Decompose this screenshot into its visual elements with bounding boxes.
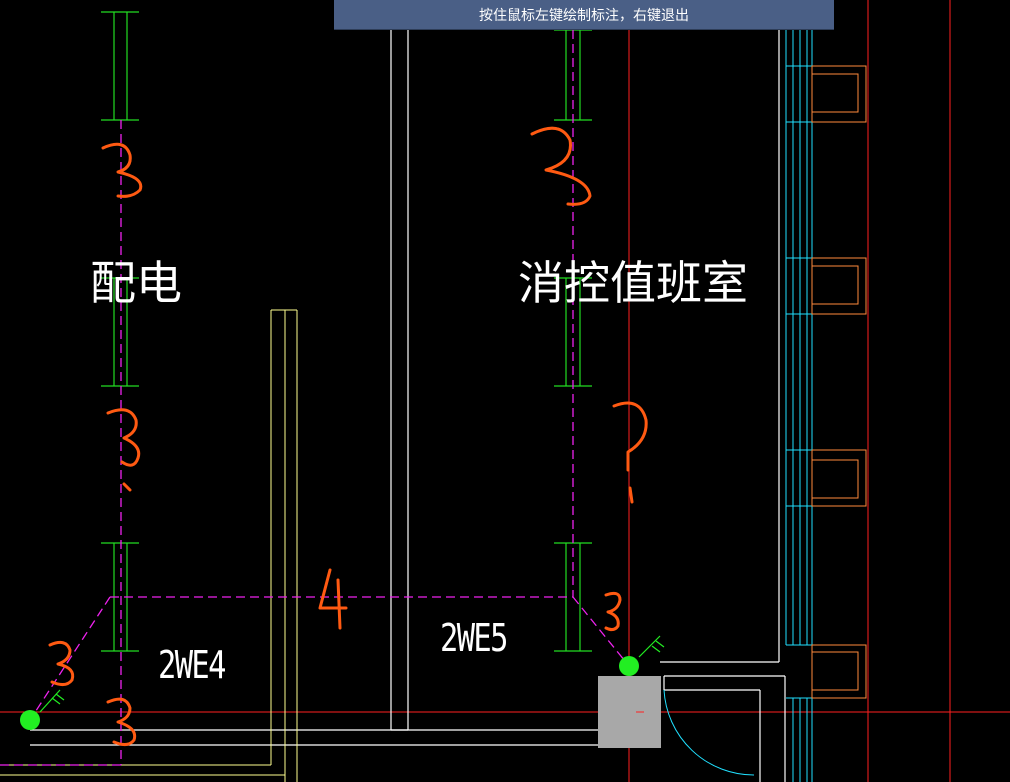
markup-3-d: [604, 591, 622, 632]
wiring-paths: [0, 30, 630, 766]
windows: [101, 11, 592, 652]
snap-marker-left: [39, 689, 65, 713]
snap-marker-right: [638, 635, 665, 658]
distribution-box[interactable]: [598, 676, 661, 748]
markup-2-right: [612, 401, 648, 472]
command-hint-bar: 按住鼠标左键绘制标注，右键退出: [334, 0, 834, 30]
partition-wall: [0, 309, 298, 782]
markup-3-a: [101, 142, 143, 198]
command-hint-text: 按住鼠标左键绘制标注，右键退出: [479, 7, 689, 24]
markup-3-e: [48, 640, 75, 687]
room-label-power: 配电: [90, 256, 182, 310]
markup-3-b: [530, 126, 592, 206]
grip-markers[interactable]: [20, 635, 665, 730]
grip-point-right[interactable]: [619, 656, 639, 676]
markup-annotations: [48, 126, 648, 747]
columns: [811, 65, 867, 699]
panel-label-2we4: 2WE4: [158, 643, 226, 687]
markup-dot-right: [628, 486, 634, 504]
markup-3-f: [106, 697, 137, 747]
room-label-fire-control: 消控值班室: [518, 256, 748, 310]
panel-label-2we5: 2WE5: [440, 616, 508, 660]
markup-4: [318, 568, 348, 630]
walls: [30, 30, 786, 782]
grip-point-left[interactable]: [20, 710, 40, 730]
markup-3-c: [106, 408, 141, 467]
curtain-wall: [663, 30, 813, 782]
markup-dot-c: [122, 482, 132, 492]
